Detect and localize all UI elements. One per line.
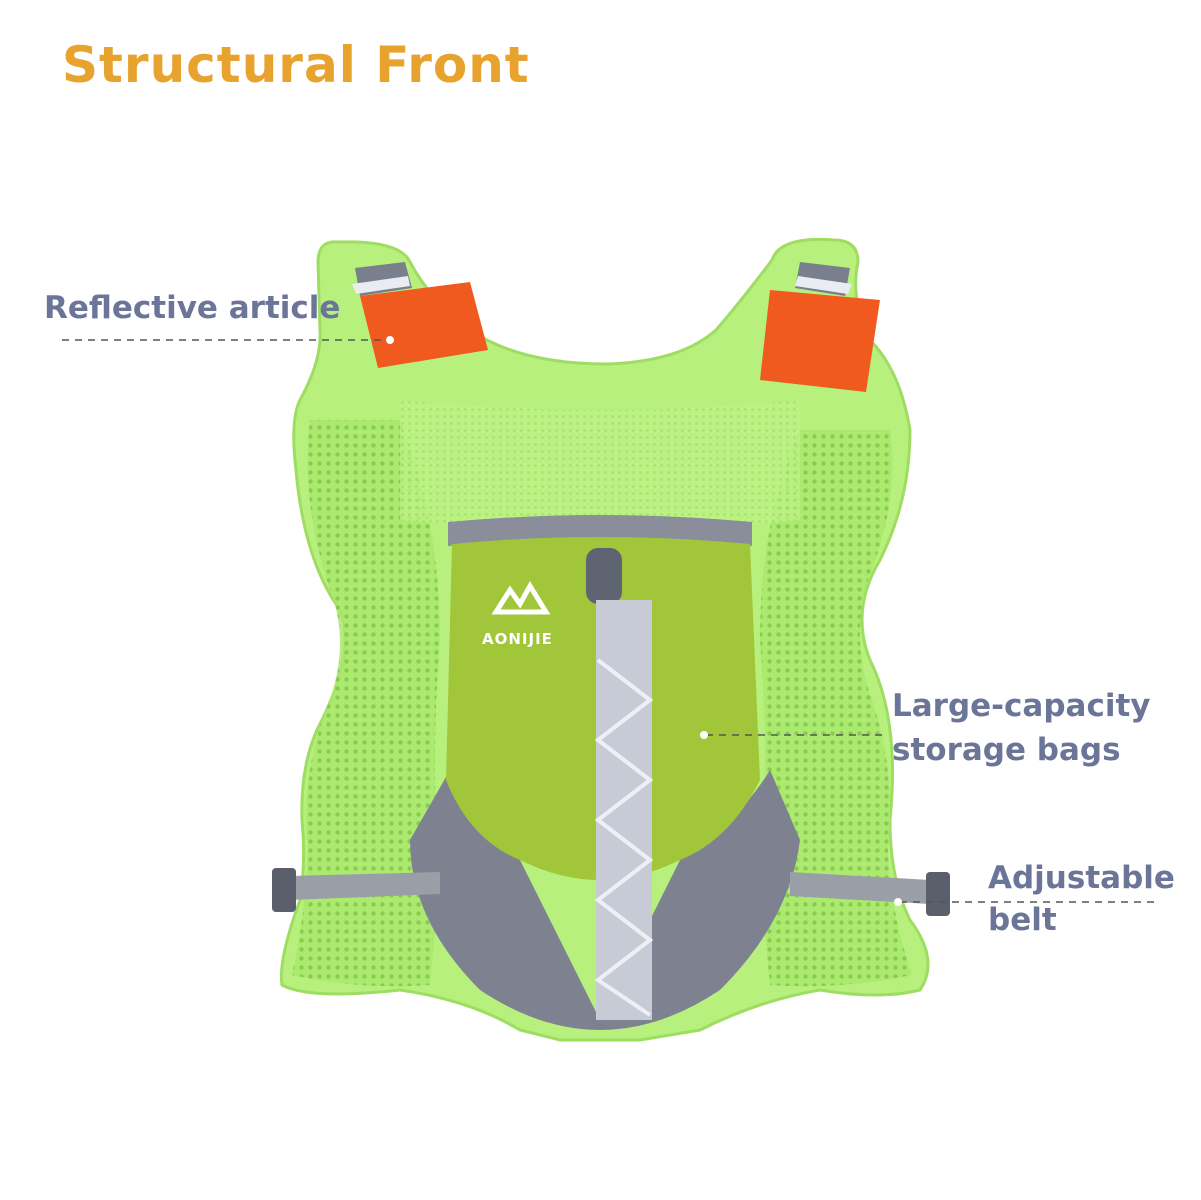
reflective-leader-dot <box>386 336 394 344</box>
adjustable-belt-label-line2: belt <box>988 902 1057 938</box>
brand-logo: AONIJIE <box>482 581 553 648</box>
reflective-article-label: Reflective article <box>44 290 341 326</box>
pocket-pull-tab <box>586 548 622 604</box>
left-mesh-panel <box>292 420 440 987</box>
brand-logo-text: AONIJIE <box>482 630 553 648</box>
storage-bags-label-line2: storage bags <box>892 732 1121 768</box>
belt-leader-dot <box>894 898 902 906</box>
left-belt-strap <box>272 868 440 912</box>
adjustable-belt-label-line1: Adjustable <box>988 860 1175 896</box>
pocket-top-trim <box>448 515 752 546</box>
right-belt-strap <box>790 872 950 916</box>
storage-leader-dot <box>700 731 708 739</box>
gray-lower-panel <box>410 770 800 1030</box>
right-reflective-patch <box>760 262 880 392</box>
reflective-center-strip <box>596 600 652 1020</box>
page-title: Structural Front <box>62 36 530 94</box>
storage-bags-label-line1: Large-capacity <box>892 688 1151 724</box>
reflective-strip-zigzag <box>594 658 654 1017</box>
left-reflective-patch <box>352 262 488 368</box>
upper-yoke-mesh <box>400 400 800 530</box>
